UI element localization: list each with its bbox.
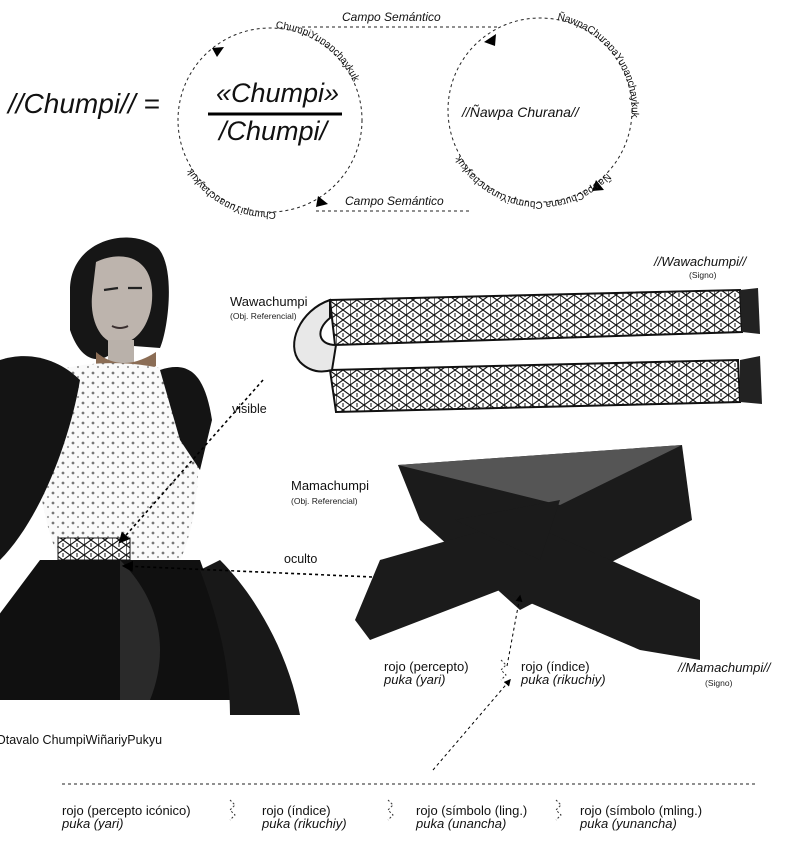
pair-bottom: puka (yari) [384, 673, 469, 686]
bottom-pair: rojo (símbolo (ling.) puka (unancha) [416, 804, 527, 830]
link-arrow-lower [433, 680, 510, 770]
right-ring-text: ÑawpaChuranaYunanchaykuk [557, 10, 641, 119]
left-ring-text: ChumpiYunanchaykuk [275, 20, 361, 84]
mamachumpi-sign-sub: (Signo) [705, 678, 732, 688]
bottom-pair: rojo (percepto icónico) puka (yari) [62, 804, 191, 830]
equation-denominator: /Chumpi/ [219, 116, 327, 147]
wawachumpi-subtitle: (Obj. Referencial) [230, 311, 297, 321]
equation-lhs: //Chumpi// = [8, 88, 160, 120]
bottom-pair: rojo (símbolo (mling.) puka (yunancha) [580, 804, 702, 830]
pair-bottom: puka (rikuchiy) [521, 673, 606, 686]
mid-pair: rojo (percepto) puka (yari) [384, 660, 469, 686]
wawachumpi-belt [294, 288, 762, 412]
right-ring-text-2: ÑawpaChurana ChumpiYunanchaykuk [453, 153, 615, 210]
photo-caption: Otavalo ChumpiWiñariyPukyu [0, 733, 162, 747]
bottom-pair: rojo (índice) puka (rikuchiy) [262, 804, 347, 830]
semantic-link-top-label: Campo Semántico [342, 10, 441, 24]
pair-bottom: puka (rikuchiy) [262, 817, 347, 830]
semantic-link-bottom-label: Campo Semántico [345, 194, 444, 208]
mamachumpi-sign: //Mamachumpi// [678, 660, 770, 675]
wawachumpi-sign-sub: (Signo) [689, 270, 716, 280]
pair-bottom: puka (yari) [62, 817, 191, 830]
pair-bottom: puka (yunancha) [580, 817, 702, 830]
mid-pair: rojo (índice) puka (rikuchiy) [521, 660, 606, 686]
hidden-label: oculto [284, 552, 317, 566]
mamachumpi-title: Mamachumpi [291, 478, 369, 493]
equation-numerator: «Chumpi» [216, 78, 339, 109]
wawachumpi-sign: //Wawachumpi// [654, 254, 746, 269]
right-ring-center: //Ñawpa Churana// [462, 104, 579, 120]
mamachumpi-belt [355, 445, 700, 660]
ring-arrowhead [316, 196, 328, 207]
pair-bottom: puka (unancha) [416, 817, 527, 830]
left-ring-text-2: ChumpiYunanchaykuk [184, 166, 276, 220]
mamachumpi-subtitle: (Obj. Referencial) [291, 496, 358, 506]
link-arrow-upper [507, 596, 520, 666]
ring-arrowhead [212, 47, 224, 57]
wawachumpi-title: Wawachumpi [230, 294, 308, 309]
visible-label: visible [232, 402, 267, 416]
